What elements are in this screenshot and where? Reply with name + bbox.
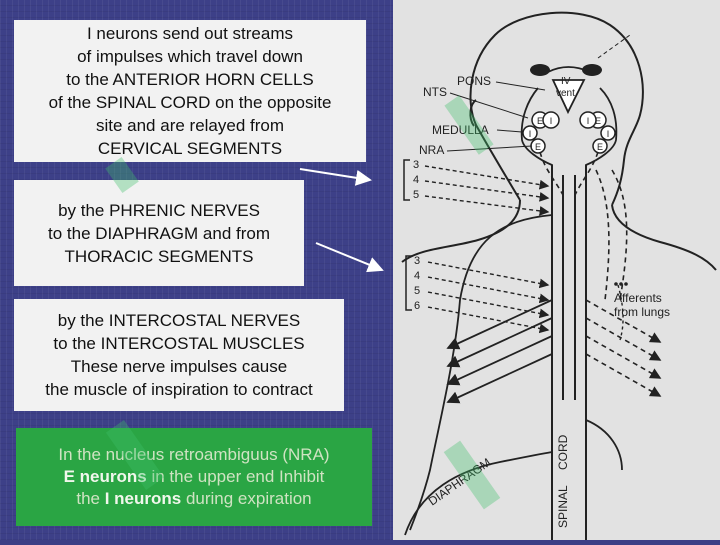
thoracic-number: 4: [414, 270, 420, 282]
iv-ventricle-label: IV: [561, 76, 571, 87]
cervical-number: 4: [413, 174, 419, 186]
pointer-arrow-thoracic: [315, 242, 384, 273]
text-line: CERVICAL SEGMENTS: [97, 139, 283, 158]
afferent-pathway: [617, 284, 624, 341]
label-leader-lines: [446, 34, 631, 152]
afferents-label: Afferents: [614, 291, 662, 305]
i-neurons-bold: I neurons: [104, 489, 182, 508]
cervical-segments-textbox: I neurons send out streams of impulses w…: [14, 20, 366, 162]
text-line: to the DIAPHRAGM and from: [47, 224, 271, 243]
neuron-e-label: E: [597, 142, 603, 152]
cord-label: CORD: [556, 434, 570, 470]
nra-label: NRA: [419, 143, 444, 157]
thoracic-bracket: [405, 255, 412, 311]
cervical-bracket: [403, 159, 410, 201]
brainstem: [520, 66, 618, 200]
text-line: of impulses which travel down: [77, 47, 303, 66]
text-line: the I neurons during expiration: [16, 488, 372, 510]
cervical-inputs: [424, 165, 550, 216]
thoracic-number: 6: [414, 300, 420, 312]
afferent-dots: [614, 282, 628, 286]
neuron-groups: [522, 111, 616, 154]
text-fragment: the: [76, 489, 105, 508]
spinal-cord: [551, 165, 587, 540]
text-line: In the nucleus retroambiguus (NRA): [58, 445, 330, 464]
cortex-neuron-left: [530, 64, 550, 76]
from-lungs-label: from lungs: [614, 305, 670, 319]
body-outline: [401, 11, 717, 271]
diaphragm-label: DIAPHRAGM: [426, 455, 494, 508]
text-line: to the INTERCOSTAL MUSCLES: [53, 334, 305, 353]
nts-label: NTS: [423, 85, 447, 99]
text-line: the muscle of inspiration to contract: [45, 380, 313, 399]
neuron-i-label: I: [607, 129, 610, 139]
text-line: These nerve impulses cause: [70, 357, 288, 376]
pons-label: PONS: [457, 74, 491, 88]
text-line: E neurons in the upper end Inhibit: [16, 466, 372, 488]
text-line: I neurons send out streams: [86, 24, 293, 43]
text-line: site and are relayed from: [95, 116, 285, 135]
text-line: to the ANTERIOR HORN CELLS: [66, 70, 314, 89]
spinal-label: SPINAL: [556, 485, 570, 528]
neuron-i-label: I: [529, 129, 532, 139]
descending-pathways: [539, 151, 628, 301]
text-line: of the SPINAL CORD on the opposite: [48, 93, 332, 112]
phrenic-nerves-textbox: by the PHRENIC NERVES to the DIAPHRAGM a…: [14, 180, 304, 286]
cervical-number: 5: [413, 189, 419, 201]
neuron-letters: E I E I E I E I: [529, 116, 610, 152]
intercostal-nerves-left: [446, 299, 553, 404]
neuron-i-label: I: [587, 116, 590, 126]
thoracic-number: 3: [414, 255, 420, 267]
diagram-svg: IV vent E I E I E I E I: [401, 11, 717, 540]
text-line: THORACIC SEGMENTS: [64, 247, 254, 266]
text-fragment: in the upper end Inhibit: [146, 467, 325, 486]
text-fragment: during expiration: [181, 489, 312, 508]
thoracic-inputs: [427, 261, 550, 334]
neuron-e-label: E: [535, 142, 541, 152]
cortex-neuron-right: [582, 64, 602, 76]
vent-label: vent: [556, 88, 575, 99]
e-neurons-bold: E neurons: [63, 467, 147, 486]
text-line: by the PHRENIC NERVES: [58, 201, 260, 220]
right-side-curve: [585, 419, 623, 471]
medulla-label: MEDULLA: [432, 123, 489, 137]
text-line: by the INTERCOSTAL NERVES: [57, 311, 301, 330]
intercostal-nerves-textbox: by the INTERCOSTAL NERVES to the INTERCO…: [14, 299, 344, 411]
diaphragm-curve: [404, 451, 553, 536]
neuron-e-label: E: [595, 116, 601, 126]
neuron-i-label: I: [550, 116, 553, 126]
neuron-e-label: E: [537, 116, 543, 126]
thoracic-number: 5: [414, 285, 420, 297]
cervical-number: 3: [413, 159, 419, 171]
nra-info-box: In the nucleus retroambiguus (NRA) E neu…: [16, 428, 372, 526]
pointer-arrow-cervical: [299, 168, 372, 186]
respiratory-pathway-diagram: IV vent E I E I E I E I: [393, 0, 720, 540]
